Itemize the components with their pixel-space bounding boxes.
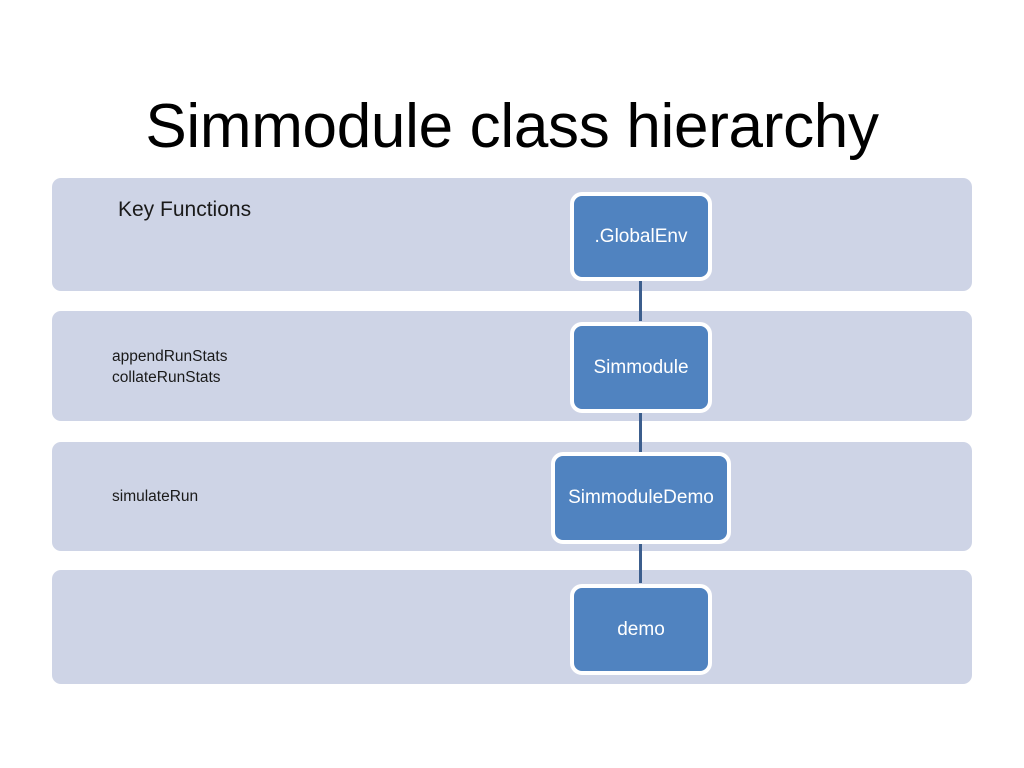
node-simmoduledemo[interactable]: SimmoduleDemo (551, 452, 731, 544)
connector-simmodule-to-simmoduledemo (639, 410, 642, 452)
connector-globalenv-to-simmodule (639, 279, 642, 321)
page-title: Simmodule class hierarchy (145, 91, 879, 161)
band-label-simmodule-functions: appendRunStats collateRunStats (112, 348, 228, 386)
band-label-simmoduledemo-functions: simulateRun (112, 488, 199, 505)
node-simmodule[interactable]: Simmodule (570, 322, 712, 413)
hierarchy-band-demo (52, 570, 972, 684)
hierarchy-band-globalenv: Key Functions (52, 178, 972, 291)
node-globalenv[interactable]: .GlobalEnv (570, 192, 712, 281)
hierarchy-band-simmodule: appendRunStats collateRunStats (52, 311, 972, 421)
connector-simmoduledemo-to-demo (639, 541, 642, 583)
band-label-key-functions: Key Functions (118, 198, 252, 221)
node-demo[interactable]: demo (570, 584, 712, 675)
hierarchy-band-simmoduledemo: simulateRun (52, 442, 972, 551)
